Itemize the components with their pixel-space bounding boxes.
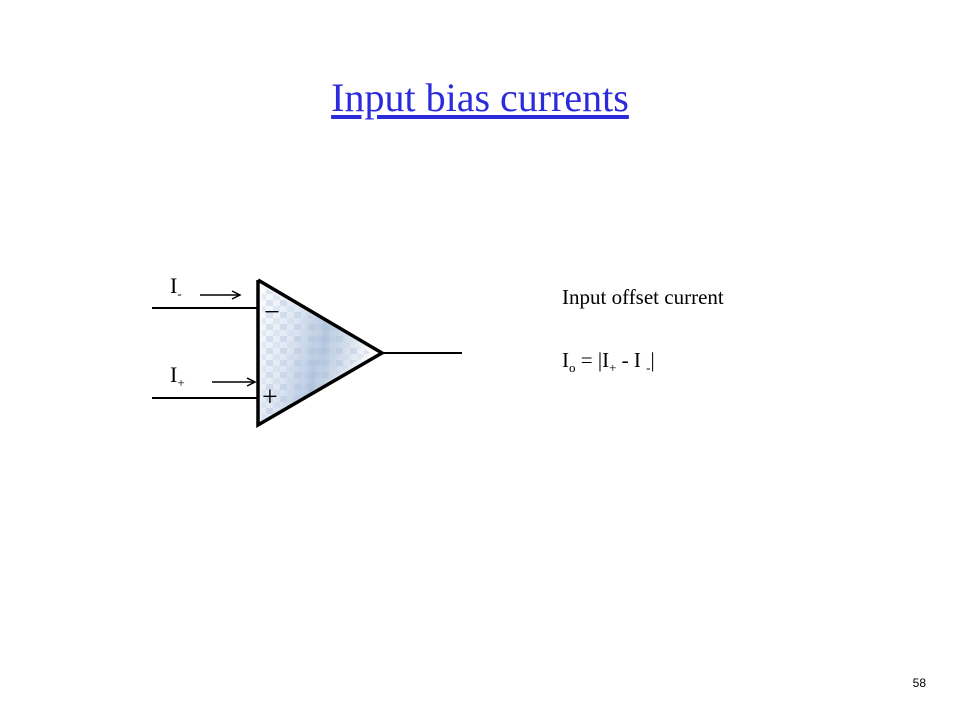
plus-sign: +	[262, 382, 278, 413]
minus-sign: −	[264, 297, 280, 328]
slide-title: Input bias currents	[331, 75, 629, 120]
offset-current-title: Input offset current	[562, 285, 724, 309]
offset-current-formula: Io = |I+ - I -|	[562, 348, 655, 375]
current-plus-label: I+	[170, 362, 185, 390]
op-amp-triangle-outline	[256, 278, 386, 429]
current-plus-arrow	[212, 377, 257, 387]
page-number: 58	[912, 676, 926, 690]
current-minus-arrow	[200, 290, 242, 300]
op-amp-triangle-texture	[262, 286, 370, 420]
current-minus-label: I-	[170, 273, 182, 301]
